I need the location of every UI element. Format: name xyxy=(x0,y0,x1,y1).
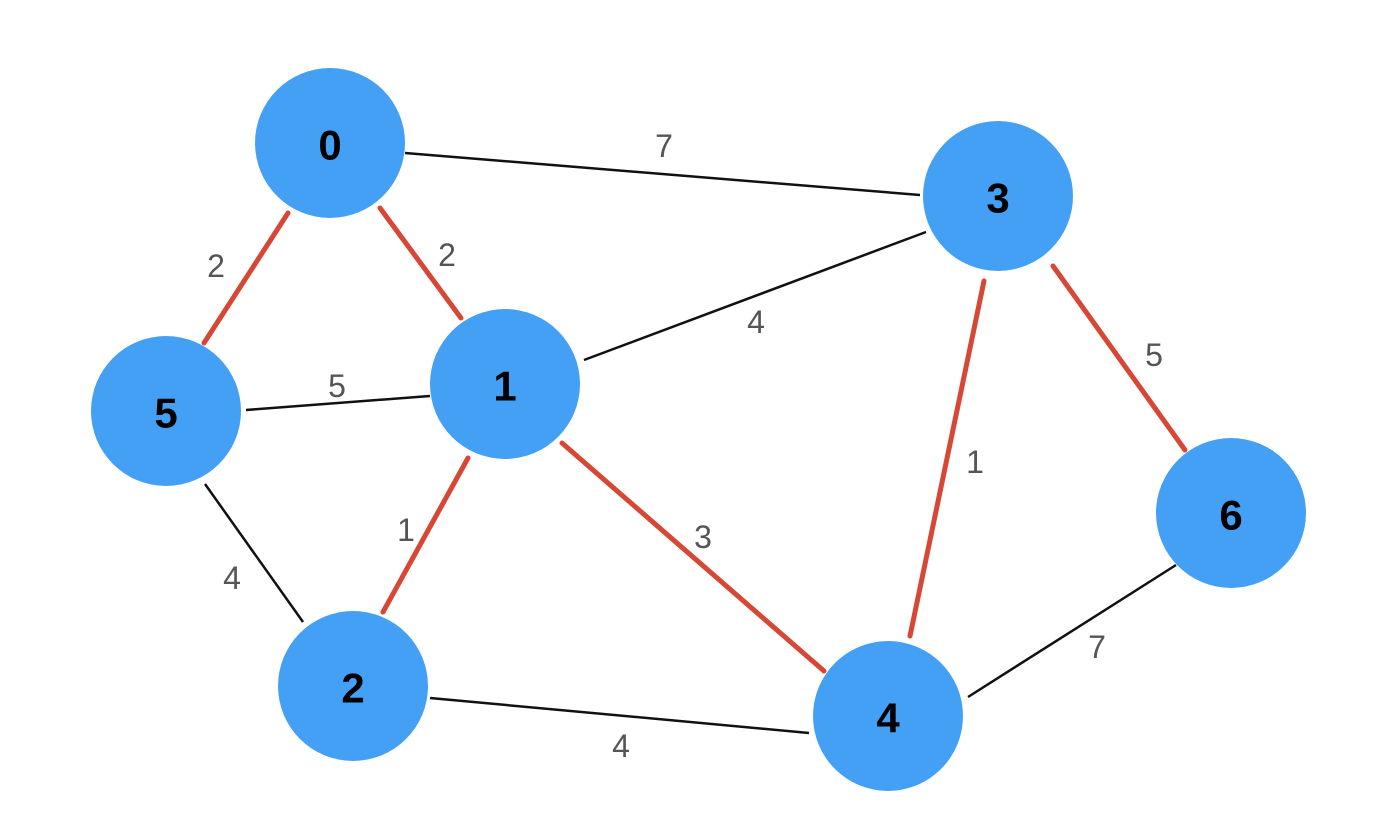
edge-1-2-highlighted xyxy=(380,455,471,615)
node-6: 6 xyxy=(1156,438,1306,588)
node-circle-1 xyxy=(430,309,580,459)
nodes-layer: 0 1 2 3 4 5 6 xyxy=(91,68,1306,791)
edge-weight-1-4: 3 xyxy=(694,519,712,555)
edge-weight-1-3: 4 xyxy=(747,304,765,340)
node-1: 1 xyxy=(430,309,580,459)
edge-weight-0-1: 2 xyxy=(438,237,456,273)
node-label-5: 5 xyxy=(154,390,177,437)
edge-weight-4-6: 7 xyxy=(1088,629,1106,665)
node-4: 4 xyxy=(813,641,963,791)
node-label-4: 4 xyxy=(876,695,900,742)
edges-layer xyxy=(201,151,1188,735)
edge-weight-3-4: 1 xyxy=(966,444,984,480)
node-0: 0 xyxy=(255,68,405,218)
edge-weights-layer: 7 2 2 4 5 4 1 3 1 5 4 7 xyxy=(207,128,1163,764)
edge-3-6-highlighted xyxy=(1050,263,1188,453)
node-label-1: 1 xyxy=(493,363,516,410)
node-label-6: 6 xyxy=(1219,492,1242,539)
node-circle-3 xyxy=(923,121,1073,271)
node-label-0: 0 xyxy=(318,122,341,169)
node-2: 2 xyxy=(278,611,428,761)
edge-5-2 xyxy=(203,483,305,623)
edge-2-4 xyxy=(429,696,810,735)
edge-4-6 xyxy=(967,563,1177,699)
edge-weight-5-1: 5 xyxy=(328,368,346,404)
edge-weight-3-6: 5 xyxy=(1145,337,1163,373)
edge-weight-2-4: 4 xyxy=(612,728,630,764)
node-3: 3 xyxy=(923,121,1073,271)
edge-1-4-highlighted xyxy=(559,440,827,674)
edge-0-5-highlighted xyxy=(201,210,291,346)
node-circle-5 xyxy=(91,336,241,486)
node-5: 5 xyxy=(91,336,241,486)
edge-weight-0-3: 7 xyxy=(655,128,673,164)
node-circle-6 xyxy=(1156,438,1306,588)
edge-0-1-highlighted xyxy=(377,205,464,321)
node-circle-2 xyxy=(278,611,428,761)
edge-1-3 xyxy=(583,230,927,362)
edge-weight-0-5: 2 xyxy=(207,248,225,284)
edge-weight-5-2: 4 xyxy=(223,560,241,596)
edge-0-3 xyxy=(404,151,921,197)
node-circle-0 xyxy=(255,68,405,218)
edge-weight-1-2: 1 xyxy=(397,512,415,548)
node-label-3: 3 xyxy=(986,175,1009,222)
edge-3-4-highlighted xyxy=(907,278,987,639)
node-circle-4 xyxy=(813,641,963,791)
edge-5-1 xyxy=(245,394,431,412)
node-label-2: 2 xyxy=(341,665,364,712)
